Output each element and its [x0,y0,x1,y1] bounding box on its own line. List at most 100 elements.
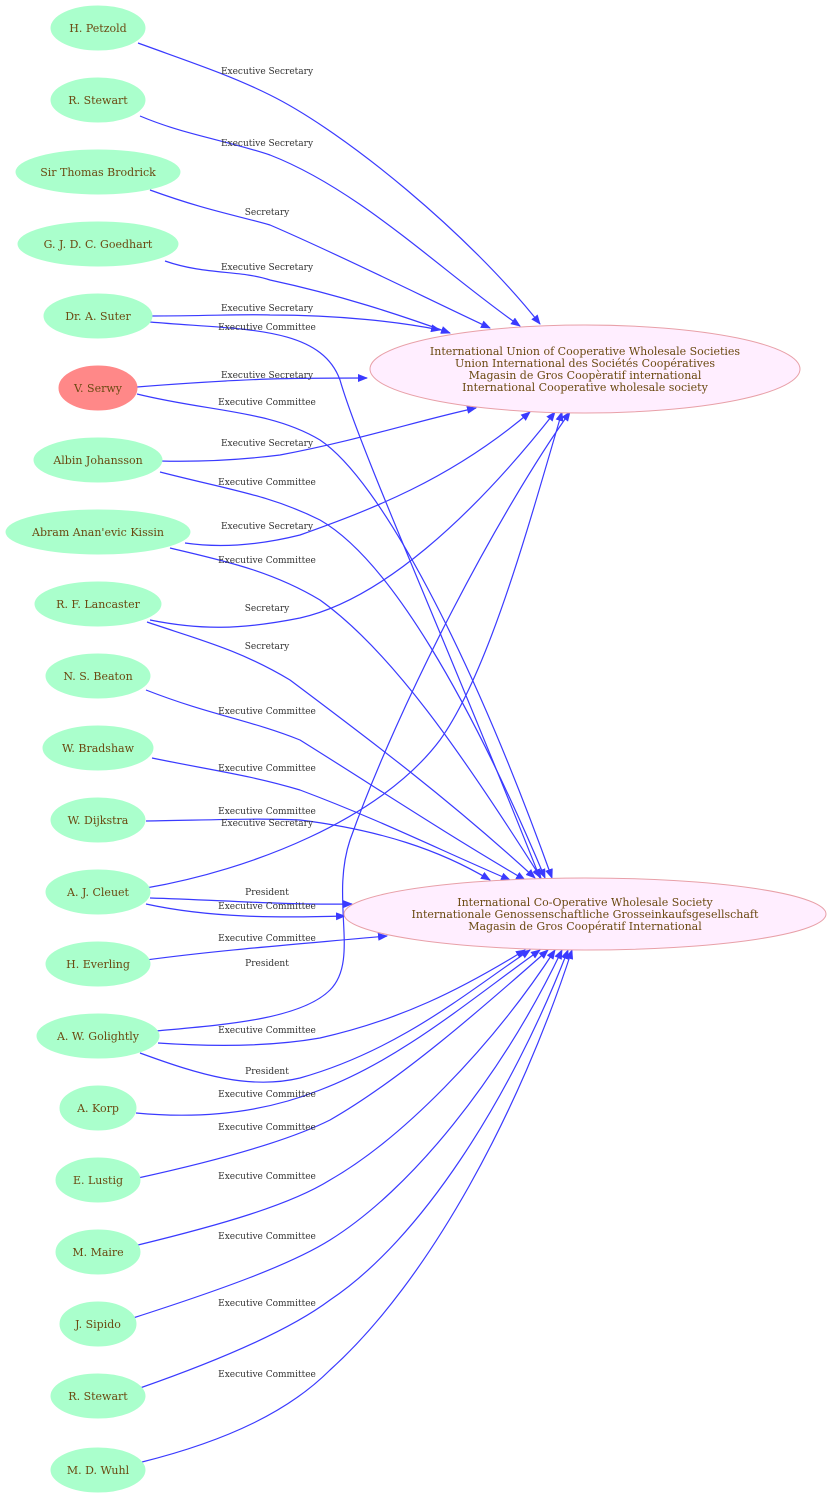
person-node-label: M. D. Wuhl [67,1464,130,1477]
edge-bradshaw-icws [151,757,511,881]
edge-korp-icws [135,949,541,1116]
person-node-everling[interactable]: H. Everling [45,941,151,987]
edge-sipido-icws [132,949,563,1319]
person-node-shape [58,365,138,411]
edge-johansson-icws [159,471,546,879]
person-node-shape [55,1229,141,1275]
person-node-suter[interactable]: Dr. A. Suter [43,293,153,339]
edge-label: President [245,888,289,898]
organization-name-line: Magasin de Gros Coopératif International [468,920,702,933]
person-node-label: J. Sipido [74,1318,121,1331]
person-node-label: N. S. Beaton [63,670,132,683]
person-node-sipido[interactable]: J. Sipido [59,1301,137,1347]
person-node-label: E. Lustig [73,1174,123,1187]
organization-name-line: Union International des Sociétés Coopéra… [455,357,715,370]
person-node-johansson[interactable]: Albin Johansson [33,437,163,483]
person-node-shape [55,1157,141,1203]
edge-label: Executive Committee [218,1026,316,1036]
organization-name-line: International Union of Cooperative Whole… [430,345,740,358]
edge-label: Executive Committee [218,1299,316,1309]
edge-label: Executive Secretary [221,263,314,273]
person-node-wuhl[interactable]: M. D. Wuhl [50,1447,146,1493]
edge-golightly-icws [139,949,531,1083]
person-node-shape [45,653,151,699]
person-node-serwy[interactable]: V. Serwy [58,365,138,411]
edge-label: Executive Committee [218,556,316,566]
person-node-label: Sir Thomas Brodrick [40,166,156,179]
person-node-golightly[interactable]: A. W. Golightly [36,1013,160,1059]
person-node-shape [59,1301,137,1347]
person-node-brodrick[interactable]: Sir Thomas Brodrick [15,149,181,195]
edge-label: Executive Secretary [221,522,314,532]
edge-label: Executive Secretary [221,139,314,149]
person-node-korp[interactable]: A. Korp [59,1085,137,1131]
edge-goedhart-iucws [164,260,451,334]
person-node-label: M. Maire [72,1246,123,1259]
edge-label: Secretary [245,208,290,218]
edge-serwy-iucws [136,374,368,388]
person-node-label: R. Stewart [68,94,128,107]
organization-node-iucws[interactable]: International Union of Cooperative Whole… [369,324,801,414]
person-node-label: G. J. D. C. Goedhart [44,238,153,251]
edge-golightly-icws [157,949,526,1047]
edge-label: Executive Secretary [221,439,314,449]
person-node-label: H. Petzold [69,22,126,35]
person-node-label: R. F. Lancaster [56,598,140,611]
edge-label: Executive Committee [218,902,316,912]
person-node-dijkstra[interactable]: W. Dijkstra [50,797,146,843]
edge-label: Executive Secretary [221,819,314,829]
edge-serwy-icws [136,393,553,879]
person-node-label: Abram Anan'evic Kissin [31,526,164,539]
edge-label: Executive Committee [218,478,316,488]
person-node-goedhart[interactable]: G. J. D. C. Goedhart [17,221,179,267]
edge-label: Executive Committee [218,934,316,944]
person-node-shape [17,221,179,267]
organization-name-line: International Co-Operative Wholesale Soc… [457,896,713,909]
edge-lustig-icws [137,949,549,1179]
edge-label: Executive Secretary [221,304,314,314]
edge-label: Executive Committee [218,1370,316,1380]
person-node-shape [45,941,151,987]
edge-lancaster-icws [146,621,536,879]
person-node-beaton[interactable]: N. S. Beaton [45,653,151,699]
edge-brodrick-iucws [149,189,491,329]
edge-label: Executive Committee [218,764,316,774]
edge-wuhl-icws [141,949,574,1463]
edge-label: Executive Committee [218,323,316,333]
edge-kissin-iucws [184,411,531,546]
person-node-lustig[interactable]: E. Lustig [55,1157,141,1203]
person-node-cleuet[interactable]: A. J. Cleuet [45,869,151,915]
person-node-shape [5,509,191,555]
edge-label: Executive Committee [218,707,316,717]
person-node-label: Dr. A. Suter [65,310,131,323]
person-node-rstewart2[interactable]: R. Stewart [50,1373,146,1419]
person-node-label: A. J. Cleuet [66,886,130,899]
person-node-petzold[interactable]: H. Petzold [50,5,146,51]
person-node-kissin[interactable]: Abram Anan'evic Kissin [5,509,191,555]
edge-golightly-iucws [155,411,571,1032]
person-node-rstewart1[interactable]: R. Stewart [50,77,146,123]
edge-label: Executive Committee [218,1123,316,1133]
edge-cleuet-icws [149,897,353,909]
person-node-lancaster[interactable]: R. F. Lancaster [34,581,162,627]
organization-node-shape [343,877,827,951]
edge-label: Executive Committee [218,1090,316,1100]
edge-suter-iucws [149,314,441,333]
organization-node-icws[interactable]: International Co-Operative Wholesale Soc… [343,877,827,951]
edge-beaton-icws [145,689,526,881]
organization-name-line: Magasin de Gros Coopèratif international [469,369,702,382]
person-node-shape [50,797,146,843]
person-node-shape [33,437,163,483]
edge-johansson-iucws [159,405,477,462]
edge-label: Executive Committee [218,398,316,408]
person-node-bradshaw[interactable]: W. Bradshaw [42,725,154,771]
edge-label: Executive Committee [218,807,316,817]
edge-label: Secretary [245,604,290,614]
edge-everling-icws [145,932,388,961]
person-node-shape [45,869,151,915]
person-node-label: V. Serwy [73,382,123,395]
person-node-maire[interactable]: M. Maire [55,1229,141,1275]
organization-node-shape [369,324,801,414]
